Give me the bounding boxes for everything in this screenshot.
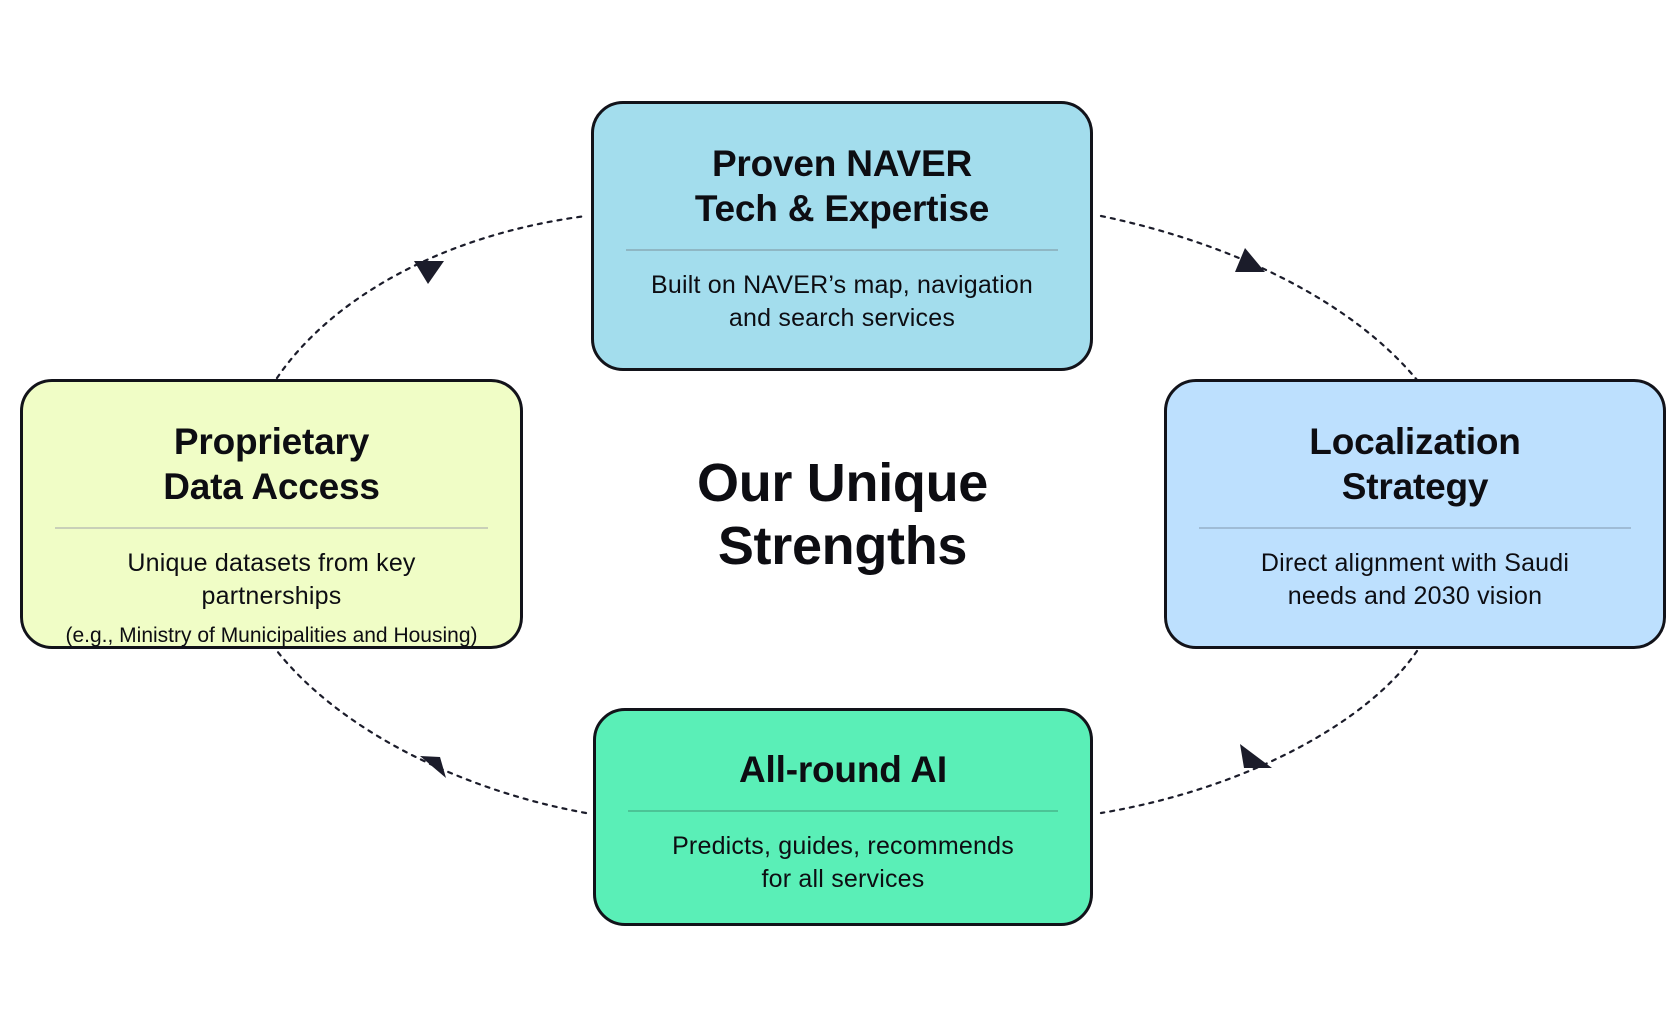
card-description: Unique datasets from key partnerships [55,547,488,613]
card-title: Proven NAVER Tech & Expertise [626,141,1058,231]
card-desc-line: for all services [761,865,925,893]
connector-top-to-right [1099,214,1419,382]
card-title-line: Proven NAVER [711,143,973,184]
connector-right-to-bottom [1099,649,1419,815]
card-desc-line: needs and 2030 vision [1287,582,1543,610]
card-proven-naver-tech: Proven NAVER Tech & Expertise Built on N… [591,101,1093,371]
card-description: Direct alignment with Saudi needs and 20… [1199,547,1631,613]
card-description: Built on NAVER’s map, navigation and sea… [626,269,1058,335]
card-title-line: Tech & Expertise [694,188,990,229]
card-note: (e.g., Ministry of Municipalities and Ho… [65,624,478,647]
diagram-center-title: Our Unique Strengths [640,452,1045,578]
card-description: Predicts, guides, recommends for all ser… [628,830,1058,896]
card-title: Proprietary Data Access [55,419,488,509]
card-title-line: Data Access [163,466,380,507]
card-title: All-round AI [628,747,1058,792]
card-title-line: All-round AI [739,749,947,790]
card-title-line: Strategy [1341,466,1489,507]
card-desc-line: and search services [728,304,956,332]
card-proprietary-data-access: Proprietary Data Access Unique datasets … [20,379,523,649]
card-divider [626,249,1058,251]
card-divider [1199,527,1631,529]
connector-left-to-top [275,214,588,380]
connector-bottom-to-left [275,649,588,815]
card-localization-strategy: Localization Strategy Direct alignment w… [1164,379,1666,649]
arrowhead-bottom-right-icon [1240,744,1272,768]
card-desc-line: Built on NAVER’s map, navigation [650,271,1034,299]
card-divider [55,527,488,529]
card-title-line: Proprietary [173,421,370,462]
center-title-line: Our Unique [697,453,988,513]
card-title: Localization Strategy [1199,419,1631,509]
card-divider [628,810,1058,812]
card-all-round-ai: All-round AI Predicts, guides, recommend… [593,708,1093,926]
arrowhead-top-right-icon [1235,248,1265,272]
card-desc-line: Unique datasets from key partnerships [127,549,416,610]
card-desc-line: Predicts, guides, recommends [672,832,1014,860]
center-title-line: Strengths [717,516,968,576]
arrowhead-top-left-icon [414,261,444,284]
arrowhead-bottom-left-icon [420,756,446,778]
card-title-line: Localization [1309,421,1521,462]
card-desc-line: Direct alignment with Saudi [1260,549,1570,577]
